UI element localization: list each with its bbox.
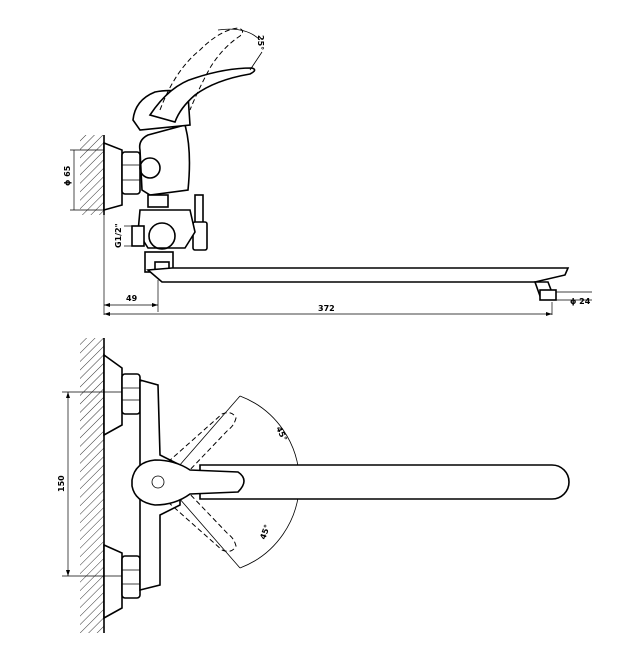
angle-lower-label: 45° <box>258 523 272 540</box>
aerator <box>539 289 557 301</box>
thread-label: G1/2" <box>114 223 123 248</box>
angle-upper-label: 45° <box>274 425 289 443</box>
diverter-stem <box>194 194 204 224</box>
upper-escutcheon <box>103 353 123 437</box>
mixer-body-side <box>138 124 191 196</box>
center-distance-label: 150 <box>57 475 66 492</box>
angle-top-label: 25° <box>256 35 265 50</box>
handle-rotated-down <box>167 489 237 552</box>
spout-side <box>146 267 570 283</box>
spout-length-label: 372 <box>318 304 335 313</box>
wall-hatch-top <box>80 338 104 633</box>
spout-top <box>199 464 570 500</box>
lever-handle-side <box>148 67 256 123</box>
side-view: ϕ 65 25° G1/2" <box>63 27 592 316</box>
wall-hatch-side <box>80 135 104 215</box>
top-view: 45° 45° 150 <box>57 338 570 633</box>
handle-rotated-up <box>167 412 237 475</box>
diameter-nut-label: ϕ 65 <box>63 165 72 186</box>
hex-nut-side <box>121 151 141 195</box>
lever-handle-top <box>131 459 245 506</box>
lower-escutcheon <box>103 543 123 620</box>
spout-base <box>137 209 196 249</box>
wall-offset-label: 49 <box>126 294 138 303</box>
upper-nut <box>121 373 141 415</box>
diverter-knob <box>192 221 208 251</box>
escutcheon-side <box>103 141 123 212</box>
lower-nut <box>121 555 141 599</box>
aerator-diameter-label: ϕ 24 <box>570 297 591 306</box>
